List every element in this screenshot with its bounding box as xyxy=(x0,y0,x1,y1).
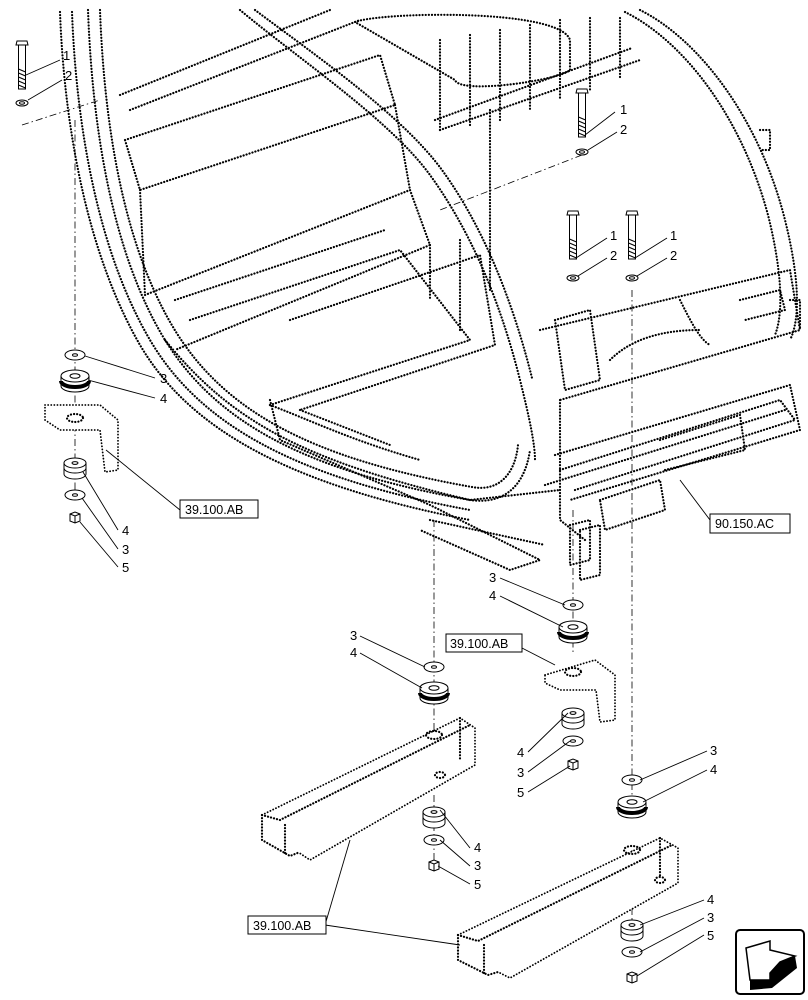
label-rubber-mount: 4 xyxy=(710,762,717,777)
reference-box-rails[interactable]: 39.100.AB xyxy=(247,915,327,935)
label-flat-washer: 3 xyxy=(707,910,714,925)
next-page-arrow-icon[interactable] xyxy=(735,929,805,995)
bolt-assembly-top-right xyxy=(575,88,589,156)
svg-text:39.100.AB: 39.100.AB xyxy=(450,637,508,651)
svg-text:39.100.AB: 39.100.AB xyxy=(185,503,243,517)
reference-box-rear-frame[interactable]: 90.150.AC xyxy=(709,513,791,534)
reference-box-left-bracket[interactable]: 39.100.AB xyxy=(179,499,259,519)
svg-text:39.100.AB: 39.100.AB xyxy=(253,919,311,933)
bolt-assembly-mid-2 xyxy=(625,210,639,282)
mount-stack-center xyxy=(418,661,450,706)
mount-stack-left xyxy=(44,349,119,524)
frame-rail-right xyxy=(456,836,679,984)
label-rubber-mount: 4 xyxy=(474,840,481,855)
label-nut: 5 xyxy=(474,877,481,892)
label-flat-washer: 3 xyxy=(474,858,481,873)
bolt-assembly-mid-1 xyxy=(566,210,580,282)
label-flat-washer: 3 xyxy=(160,371,167,386)
label-rubber-mount: 4 xyxy=(517,745,524,760)
reference-box-center-bracket[interactable]: 39.100.AB xyxy=(445,633,523,653)
label-washer: 2 xyxy=(610,248,617,263)
label-flat-washer: 3 xyxy=(122,542,129,557)
mount-stack-center-right xyxy=(544,599,616,771)
label-bolt: 1 xyxy=(63,48,70,63)
label-rubber-mount: 4 xyxy=(707,892,714,907)
leader-lines xyxy=(25,59,711,977)
label-nut: 5 xyxy=(517,785,524,800)
label-rubber-mount: 4 xyxy=(350,645,357,660)
cab-frame xyxy=(58,8,802,582)
bolt-assembly-left xyxy=(15,40,29,107)
label-nut: 5 xyxy=(122,560,129,575)
mount-stack-right xyxy=(616,774,648,820)
label-flat-washer: 3 xyxy=(489,570,496,585)
label-washer: 2 xyxy=(670,248,677,263)
label-bolt: 1 xyxy=(670,228,677,243)
part-number-labels: 1 2 1 2 1 2 1 2 3 4 4 3 5 3 4 3 4 4 3 5 … xyxy=(63,48,717,943)
label-rubber-mount: 4 xyxy=(489,588,496,603)
frame-rail-left xyxy=(260,716,476,872)
label-bolt: 1 xyxy=(610,228,617,243)
label-rubber-mount: 4 xyxy=(122,523,129,538)
label-flat-washer: 3 xyxy=(350,628,357,643)
label-washer: 2 xyxy=(65,68,72,83)
label-rubber-mount: 4 xyxy=(160,391,167,406)
label-bolt: 1 xyxy=(620,102,627,117)
label-flat-washer: 3 xyxy=(517,765,524,780)
label-nut: 5 xyxy=(707,928,714,943)
svg-text:90.150.AC: 90.150.AC xyxy=(715,517,774,531)
label-washer: 2 xyxy=(620,122,627,137)
label-flat-washer: 3 xyxy=(710,743,717,758)
